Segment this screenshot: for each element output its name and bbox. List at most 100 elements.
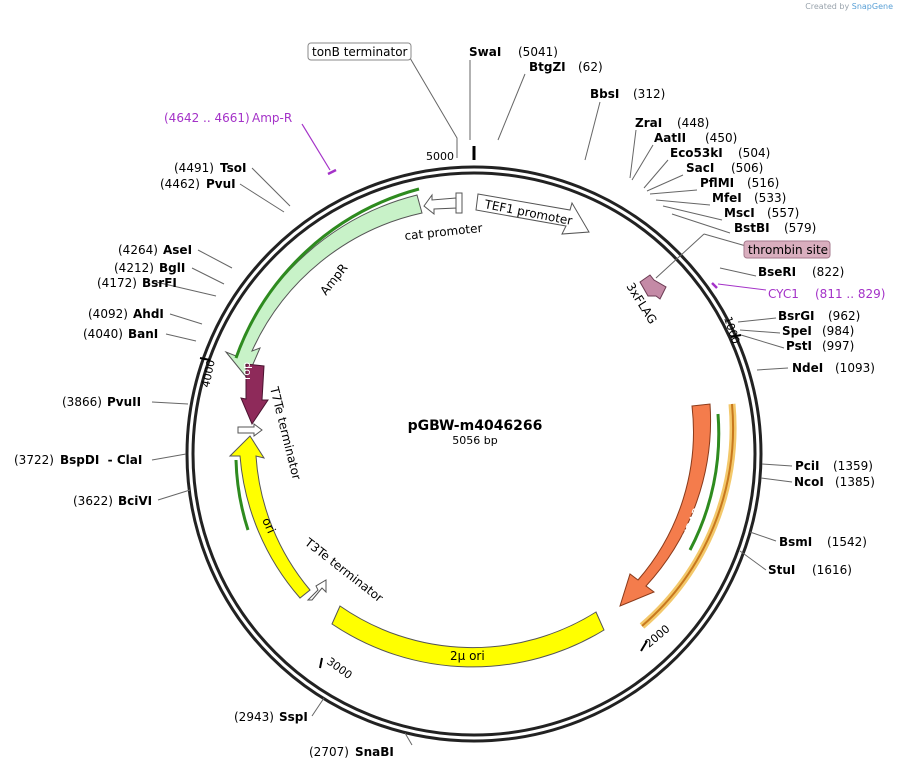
t3te-terminator-feature: T3Te terminator xyxy=(301,535,385,605)
leader-thrombin-2 xyxy=(655,233,705,279)
site-bspdi-clai: BspDI - ClaI xyxy=(60,453,142,467)
primer-cyc1: CYC1 xyxy=(768,287,799,301)
tonb-terminator-label-box: tonB terminator xyxy=(307,42,412,61)
tick-label-5000: 5000 xyxy=(426,150,454,163)
site-ndei: NdeI xyxy=(792,361,823,375)
site-pcii-pos: (1359) xyxy=(833,459,873,473)
site-ncoi-pos: (1385) xyxy=(835,475,875,489)
leader-ahdi xyxy=(169,313,203,325)
leader-psti xyxy=(740,334,785,349)
cyc1-primer-leader xyxy=(717,283,767,291)
t7te-terminator-arrow xyxy=(237,423,263,437)
site-bani: BanI xyxy=(128,327,158,341)
site-snabi-pos: (2707) xyxy=(309,745,349,759)
leader-aatii xyxy=(631,144,654,181)
site-ncoi: NcoI xyxy=(794,475,824,489)
leader-claI xyxy=(151,453,187,461)
site-eco53ki: Eco53kI xyxy=(670,146,723,160)
site-bgli-pos: (4212) xyxy=(114,261,154,275)
cyc1-primer-marker xyxy=(711,282,767,291)
leader-bani xyxy=(165,333,197,342)
cat-promoter-arrow xyxy=(423,193,458,216)
leader-mfei xyxy=(655,199,711,206)
leader-btgzi xyxy=(497,73,526,141)
site-aatii: AatII xyxy=(654,131,686,145)
backbone-outer-strand xyxy=(185,165,763,743)
site-mfei: MfeI xyxy=(712,191,742,205)
site-snabi: SnaBI xyxy=(355,745,394,759)
site-pflmi: PflMI xyxy=(700,176,734,190)
site-spei: SpeI xyxy=(782,324,812,338)
site-psti-pos: (997) xyxy=(822,339,854,353)
created-by-credit: Created by SnapGene xyxy=(805,2,893,11)
site-leader-lines xyxy=(151,57,793,746)
leader-bstbi xyxy=(671,213,731,234)
site-zrai: ZraI xyxy=(635,116,662,130)
site-stui: StuI xyxy=(768,563,795,577)
tick-label-2000: 2000 xyxy=(643,622,673,650)
site-ahdi-pos: (4092) xyxy=(88,307,128,321)
site-labels: SwaI (5041) BtgZI (62) BbsI (312) ZraI (… xyxy=(14,45,885,759)
tef1-promoter-feature: TEF1 promoter xyxy=(475,193,590,235)
leader-msci xyxy=(662,205,723,221)
tonb-terminator-box xyxy=(307,42,412,61)
ampr-primer-mark xyxy=(327,168,337,176)
leader-bsrgi xyxy=(737,317,777,323)
site-tsoi: TsoI xyxy=(220,161,246,175)
site-msci: MscI xyxy=(724,206,755,220)
ampr-primer-leader xyxy=(301,123,331,171)
leader-sspi xyxy=(311,697,325,717)
t7te-terminator-label: T7Te terminator xyxy=(267,384,304,481)
site-bcivi-pos: (3622) xyxy=(73,494,113,508)
tick-4000 xyxy=(199,357,211,361)
site-tsoi-pos: (4491) xyxy=(174,161,214,175)
thrombin-site-label: thrombin site xyxy=(748,243,828,257)
site-saci-pos: (506) xyxy=(731,161,763,175)
tick-label-3000: 3000 xyxy=(324,655,354,682)
site-bstbi: BstBI xyxy=(734,221,770,235)
leader-tsoi xyxy=(251,167,291,207)
site-beri: BseRI xyxy=(758,265,796,279)
site-bbsi-pos: (312) xyxy=(633,87,665,101)
ori-orf-line xyxy=(234,459,250,531)
ura3-feature: URA3 xyxy=(619,403,737,629)
site-btgzi-pos: (62) xyxy=(578,60,603,74)
site-ahdi: AhdI xyxy=(133,307,164,321)
credit-prefix: Created by xyxy=(805,2,850,11)
leader-bcivi xyxy=(157,489,191,501)
flag-arrow xyxy=(639,274,667,300)
site-pvuii: PvuII xyxy=(107,395,141,409)
thrombin-site-box xyxy=(743,240,831,259)
tick-label-4000: 4000 xyxy=(199,359,218,389)
primer-cyc1-pos: (811 .. 829) xyxy=(815,287,885,301)
site-pcii: PciI xyxy=(795,459,820,473)
ampr-label: AmpR xyxy=(317,261,350,298)
ura3-orf-orange-line xyxy=(641,403,735,627)
site-mfei-pos: (533) xyxy=(754,191,786,205)
plasmid-name: pGBW-m4046266 xyxy=(408,418,543,434)
site-bsrfi: BsrFI xyxy=(142,276,177,290)
rop-label: rop xyxy=(240,362,253,380)
site-bsrgi: BsrGI xyxy=(778,309,815,323)
site-bstbi-pos: (579) xyxy=(784,221,816,235)
site-psti: PstI xyxy=(786,339,812,353)
backbone-inner-strand xyxy=(191,171,757,737)
leader-stui xyxy=(739,550,767,571)
leader-pcii xyxy=(761,463,793,467)
site-asei-pos: (4264) xyxy=(118,243,158,257)
site-bani-pos: (4040) xyxy=(83,327,123,341)
site-bbsi: BbsI xyxy=(590,87,619,101)
tonb-terminator-label: tonB terminator xyxy=(312,45,408,59)
leader-eco53ki xyxy=(643,159,669,189)
leader-ndei xyxy=(756,367,789,371)
snapgene-brand: SnapGene xyxy=(851,2,893,11)
site-aatii-pos: (450) xyxy=(705,131,737,145)
ori-label: ori xyxy=(259,516,278,536)
site-swai: SwaI xyxy=(469,45,501,59)
site-btgzi: BtgZI xyxy=(529,60,566,74)
rop-feature: rop xyxy=(240,362,269,426)
site-sspi-pos: (2943) xyxy=(234,710,274,724)
leader-spei xyxy=(739,329,781,334)
site-bcivi: BciVI xyxy=(118,494,152,508)
site-bsrfi-pos: (4172) xyxy=(97,276,137,290)
